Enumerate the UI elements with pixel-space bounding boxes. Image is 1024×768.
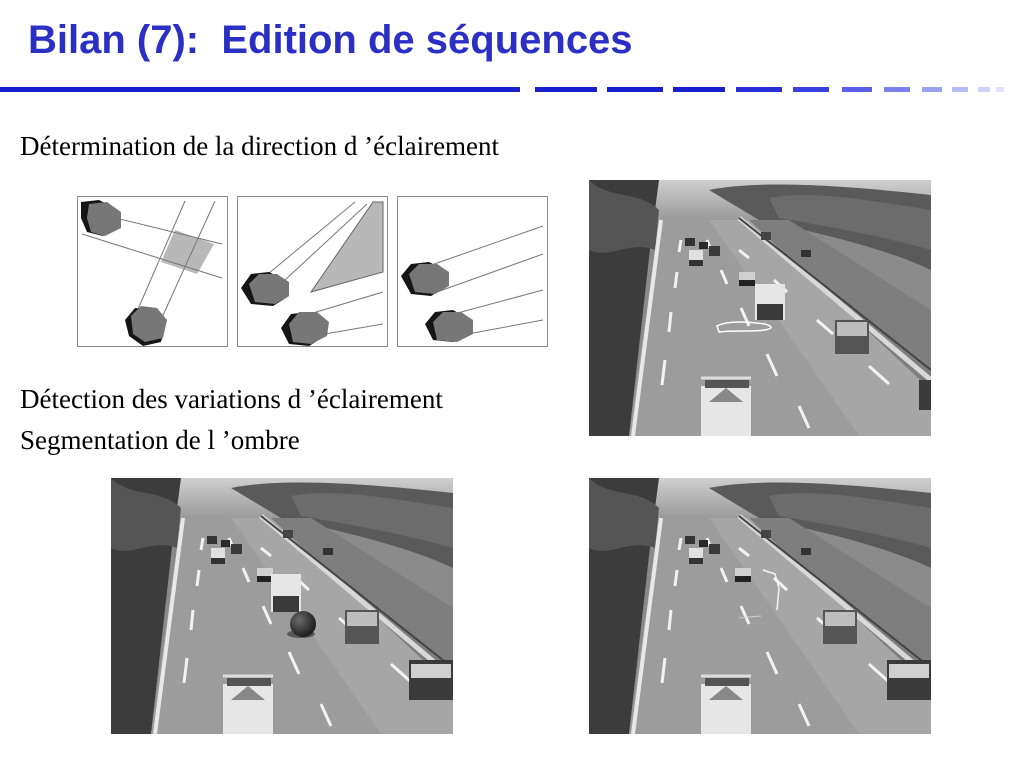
highway-photo-segmented-shadow	[589, 478, 931, 734]
highway-photo-synthetic-object	[111, 478, 453, 734]
diagram-diverging-directions	[237, 196, 388, 347]
segmentation-line: Segmentation de l ’ombre	[20, 425, 300, 455]
diagram-parallel-directions	[397, 196, 548, 347]
diagram-crossing-directions	[77, 196, 228, 347]
title-underline	[0, 87, 1004, 92]
highway-photo-shadow-outline	[589, 180, 931, 436]
detection-line: Détection des variations d ’éclairement	[20, 384, 443, 414]
direction-heading: Détermination de la direction d ’éclaire…	[20, 131, 500, 161]
slide-title: Bilan (7): Edition de séquences	[28, 18, 633, 62]
